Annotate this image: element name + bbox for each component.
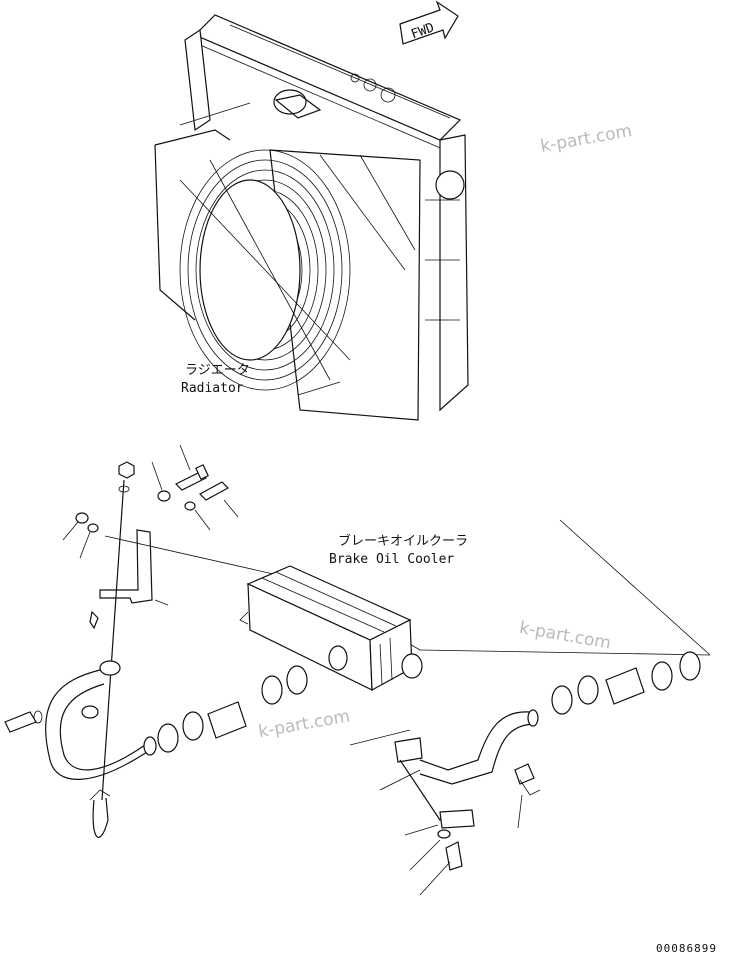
clamp-8	[679, 651, 701, 681]
cooler-inlet	[328, 645, 348, 671]
drawing-number: 00086899	[656, 942, 717, 955]
clamp-1	[157, 723, 179, 753]
radiator-assembly	[154, 14, 469, 421]
clamp-4	[286, 665, 308, 695]
cooler-outlet	[401, 653, 423, 679]
watermark-2: k-part.com	[518, 618, 613, 654]
nut-top	[118, 461, 135, 479]
pipe-bracket	[439, 809, 475, 829]
left-hose-clamps	[157, 665, 308, 753]
radiator-top-frame	[193, 14, 462, 141]
right-hose-assembly	[349, 519, 711, 896]
mounting-bracket	[99, 529, 153, 604]
washer-2	[184, 501, 196, 511]
cooler-label-jp: ブレーキオイルクーラ	[338, 533, 468, 549]
washer-left	[87, 523, 99, 533]
radiator-label-jp: ラジエータ	[185, 363, 250, 378]
cooler-label-en: Brake Oil Cooler	[329, 552, 454, 567]
brake-oil-cooler	[239, 565, 423, 691]
watermark-1: k-part.com	[539, 121, 634, 157]
clamp-7	[651, 661, 673, 691]
fan-guard	[154, 129, 351, 391]
radiator-left-rail	[184, 28, 211, 132]
hose-end-fitting	[514, 763, 535, 785]
bolt-right	[445, 841, 463, 871]
clamp-5	[551, 685, 573, 715]
bolt-left	[4, 711, 37, 733]
pipe-flange	[394, 737, 423, 763]
clamp-2	[182, 711, 204, 741]
bracket-fasteners	[62, 444, 421, 801]
washer-1	[157, 490, 171, 502]
fwd-arrow-indicator: FWD	[399, 0, 459, 45]
watermark-3: k-part.com	[257, 706, 352, 742]
grease-fitting	[89, 610, 99, 630]
rubber-hose-1	[207, 701, 247, 739]
rubber-hose-2	[605, 667, 645, 705]
nut-left	[75, 512, 89, 524]
clamp-3	[261, 675, 283, 705]
bolt-1	[174, 471, 208, 491]
left-hose-assembly	[4, 610, 157, 839]
bolt-2	[199, 481, 229, 501]
washer-right	[437, 829, 451, 839]
clamp-6	[577, 675, 599, 705]
radiator-label-en: Radiator	[181, 381, 244, 396]
